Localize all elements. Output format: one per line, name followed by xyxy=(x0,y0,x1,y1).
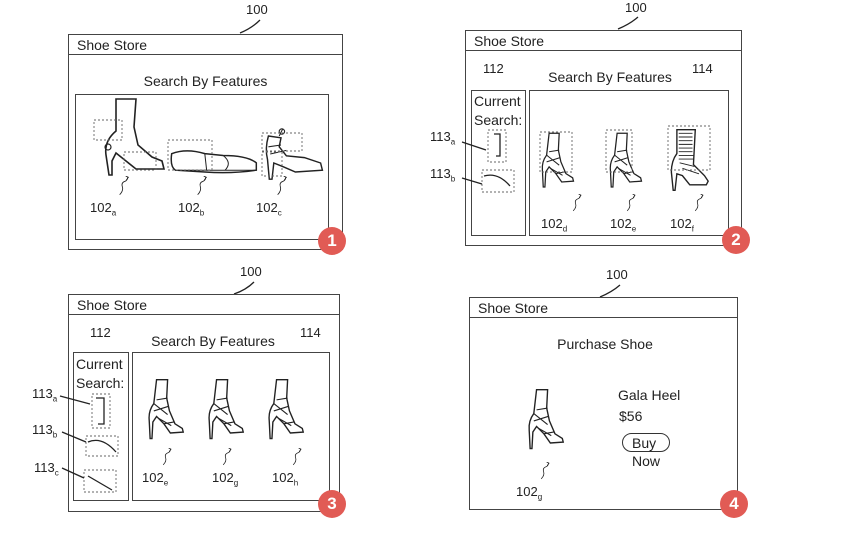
results-area xyxy=(132,352,330,501)
product-price: $56 xyxy=(619,408,643,424)
label-102g: 102g xyxy=(516,484,543,502)
store-window: Shoe Store xyxy=(68,34,343,250)
current-search-label: Current Search: xyxy=(76,356,125,391)
results-area xyxy=(529,90,729,236)
heading: Search By Features xyxy=(548,69,672,85)
label-113c: 113c xyxy=(34,460,59,478)
label-102e: 102e xyxy=(610,216,637,234)
ref-112: 112 xyxy=(483,61,504,76)
label-102g: 102g xyxy=(212,470,239,488)
ref-100: 100 xyxy=(625,0,647,15)
product-name: Gala Heel xyxy=(618,387,681,403)
current-search-panel xyxy=(73,352,129,501)
step-badge-2: 2 xyxy=(722,226,750,254)
buy-now-button[interactable]: Buy Now xyxy=(622,433,671,469)
store-window: Shoe Store xyxy=(68,294,340,512)
window-title: Shoe Store xyxy=(69,35,342,55)
label-102c: 102c xyxy=(256,200,282,218)
label-102f: 102f xyxy=(670,216,694,234)
heading: Purchase Shoe xyxy=(557,336,653,352)
label-102b: 102b xyxy=(178,200,205,218)
label-102e: 102e xyxy=(142,470,169,488)
window-title: Shoe Store xyxy=(69,295,339,315)
step-badge-3: 3 xyxy=(318,490,346,518)
label-113a: 113a xyxy=(430,129,456,147)
label-102a: 102a xyxy=(90,200,117,218)
current-search-panel xyxy=(471,90,526,236)
store-window: Shoe Store xyxy=(469,297,738,510)
shoe-102g xyxy=(528,388,565,450)
ref-112: 112 xyxy=(90,325,111,340)
window-title: Shoe Store xyxy=(466,31,741,51)
label-113b: 113b xyxy=(32,422,58,440)
ref-100: 100 xyxy=(606,267,628,282)
window-title: Shoe Store xyxy=(470,298,737,318)
ref-100: 100 xyxy=(246,2,268,17)
ref-114: 114 xyxy=(300,325,321,340)
step-badge-1: 1 xyxy=(318,227,346,255)
heading: Search By Features xyxy=(151,333,275,349)
heading: Search By Features xyxy=(143,73,268,89)
current-search-label: Current Search: xyxy=(474,93,523,128)
label-102h: 102h xyxy=(272,470,299,488)
label-113a: 113a xyxy=(32,386,58,404)
results-area xyxy=(75,94,329,240)
step-badge-4: 4 xyxy=(720,490,748,518)
ref-114: 114 xyxy=(692,61,713,76)
label-113b: 113b xyxy=(430,166,456,184)
label-102d: 102d xyxy=(541,216,568,234)
ref-100: 100 xyxy=(240,264,262,279)
